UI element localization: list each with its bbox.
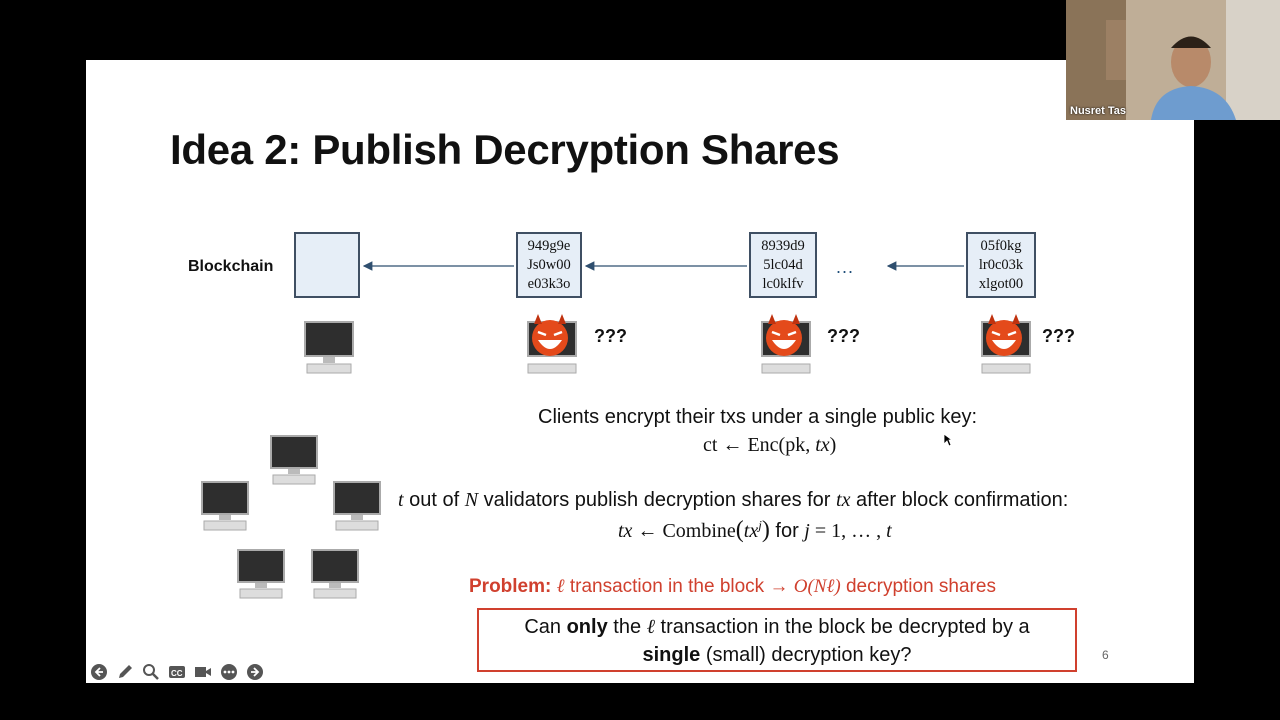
block-3-line-2: lr0c03k [978,256,1024,273]
video-icon[interactable] [192,662,213,683]
question-ell: ℓ [646,616,655,638]
block-1-line-3: e03k3o [527,275,571,292]
block-1-line-2: Js0w00 [527,256,571,273]
mouse-cursor-icon [943,433,953,447]
svg-text:CC: CC [171,669,183,678]
combine-fn: Combine [662,520,736,542]
problem-big-o: O(Nℓ) [793,576,841,597]
block-1: 949g9e Js0w00 e03k3o [516,232,582,298]
eq-tx: tx [815,434,830,456]
computer-icon [237,549,285,599]
participant-name: Nusret Tas [1070,105,1127,117]
combine-for: for [769,520,805,542]
question-p4: (small) decryption key? [700,644,912,666]
chain-arrows [362,261,964,271]
block-2-line-1: 8939d9 [761,237,805,254]
computer-icon [304,321,354,374]
malicious-computer-icon [527,314,577,374]
combine-range: = 1, … , [809,520,887,542]
captions-icon[interactable]: CC [166,662,187,683]
validators-text-part2: validators publish decryption shares for [478,489,837,511]
var-tx: tx [836,489,851,511]
slide: Idea 2: Publish Decryption Shares Blockc… [86,60,1194,683]
ciphertext-equation: ct ← Enc(pk, tx) [703,434,836,457]
back-arrow-icon[interactable] [88,662,109,683]
block-3: 05f0kg lr0c03k xlgot00 [966,232,1036,298]
block-1-line-1: 949g9e [527,237,571,254]
validator-network [201,435,381,599]
combine-j: j [804,520,810,542]
block-2: 8939d9 5lc04d lc0klfv [749,232,817,298]
forward-arrow-icon[interactable] [244,662,265,683]
pen-icon[interactable] [114,662,135,683]
key-question-box: Can only the ℓ transaction in the block … [477,608,1077,672]
var-N: N [464,489,479,511]
validators-text-part1: out of [403,489,465,511]
problem-ell: ℓ [556,576,565,597]
eq-arrow: ← [722,434,743,456]
question-only: only [566,616,608,638]
slide-title: Idea 2: Publish Decryption Shares [170,126,840,173]
block-3-line-3: xlgot00 [978,275,1024,292]
chain-ellipsis: ... [836,257,855,277]
eq-ct: ct [703,434,718,456]
malicious-computer-icon [981,314,1031,374]
validators-text-part3: after block confirmation: [850,489,1069,511]
clients-encrypt-text: Clients encrypt their txs under a single… [538,406,978,428]
var-t: t [398,489,404,511]
question-p1: Can [524,616,567,638]
combine-arrow: ← [632,520,663,542]
question-p3: transaction in the block be decrypted by… [654,616,1030,638]
block-3-line-1: 05f0kg [980,237,1022,254]
zoom-icon[interactable] [140,662,161,683]
blockchain-label: Blockchain [188,258,274,275]
eq-enc: Enc(pk, [747,434,816,456]
block-2-line-2: 5lc04d [763,256,803,273]
page-number: 6 [1102,648,1109,662]
webcam-video: Nusret Tas [1066,0,1280,120]
problem-label: Problem: [469,576,552,597]
combine-t: t [886,520,892,542]
malicious-computer-icon [761,314,811,374]
combine-arg: tx [743,520,759,542]
unknown-marks-2: ??? [827,326,860,346]
computer-icon [201,481,249,531]
question-single: single [642,644,701,666]
problem-statement: Problem: ℓ transaction in the block → O(… [469,576,996,598]
combine-sup: j [758,517,762,533]
combine-tx: tx [618,520,633,542]
computer-icon [333,481,381,531]
block-2-line-3: lc0klfv [762,275,804,292]
more-icon[interactable] [218,662,239,683]
genesis-block [294,232,360,298]
eq-close: ) [829,434,837,456]
computer-icon [311,549,359,599]
validators-text: t out of N validators publish decryption… [398,489,1068,512]
presentation-toolbar: CC [86,660,265,684]
combine-equation: tx ← Combine(txj) for j = 1, … , t [618,517,892,543]
unknown-marks-1: ??? [594,326,627,346]
problem-text: transaction in the block → [564,576,794,597]
speaker-video-frame [1066,0,1280,120]
computer-icon [270,435,318,485]
unknown-marks-3: ??? [1042,326,1075,346]
question-p2: the [607,616,647,638]
problem-tail: decryption shares [840,576,996,597]
